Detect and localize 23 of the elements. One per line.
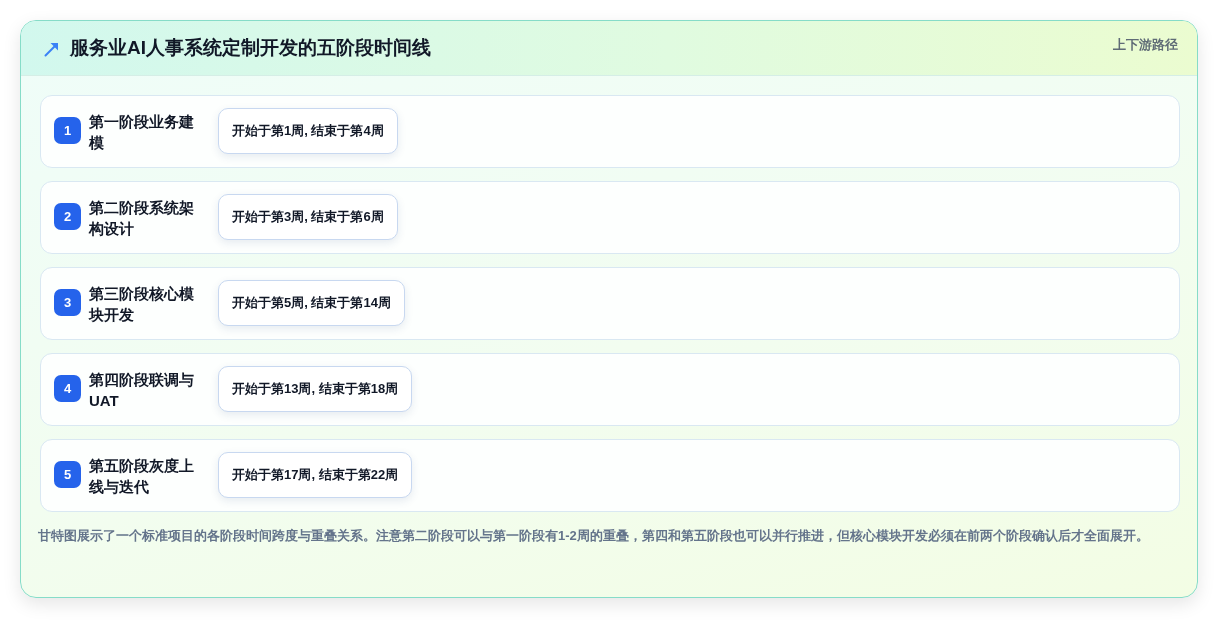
- number-badge: 3: [54, 289, 81, 316]
- stage-name: 第四阶段联调与UAT: [89, 369, 195, 411]
- stage-row: [40, 353, 1180, 426]
- header-note: 上下游路径: [1113, 36, 1178, 54]
- title-heading: 服务业AI人事系统定制开发的五阶段时间线: [70, 36, 431, 60]
- stage-name: 第三阶段核心模块开发: [89, 283, 195, 325]
- week-range-tag: 开始于第3周, 结束于第6周: [218, 194, 398, 240]
- stage-row: [40, 181, 1180, 254]
- stage-name: 第五阶段灰度上线与迭代: [89, 455, 195, 497]
- stage-name: 第二阶段系统架构设计: [89, 197, 195, 239]
- number-badge: 1: [54, 117, 81, 144]
- stage-row: [40, 95, 1180, 168]
- week-range-tag: 开始于第17周, 结束于第22周: [218, 452, 413, 498]
- number-badge: 4: [54, 375, 81, 402]
- week-range-tag: 开始于第1周, 结束于第4周: [218, 108, 398, 154]
- stage-name: 第一阶段业务建模: [89, 111, 195, 153]
- number-badge: 2: [54, 203, 81, 230]
- stage-row: [40, 267, 1180, 340]
- stage-row: [40, 439, 1180, 512]
- week-range-tag: 开始于第13周, 结束于第18周: [218, 366, 413, 412]
- caption-text: 甘特图展示了一个标准项目的各阶段时间跨度与重叠关系。注意第二阶段可以与第一阶段有1-2周的重叠，第四和第五阶段也可以并行推进，但核心模块开发必须在前两个阶段确认后才全面展开。: [38, 527, 1149, 545]
- week-range-tag: 开始于第5周, 结束于第14周: [218, 280, 405, 326]
- number-badge: 5: [54, 461, 81, 488]
